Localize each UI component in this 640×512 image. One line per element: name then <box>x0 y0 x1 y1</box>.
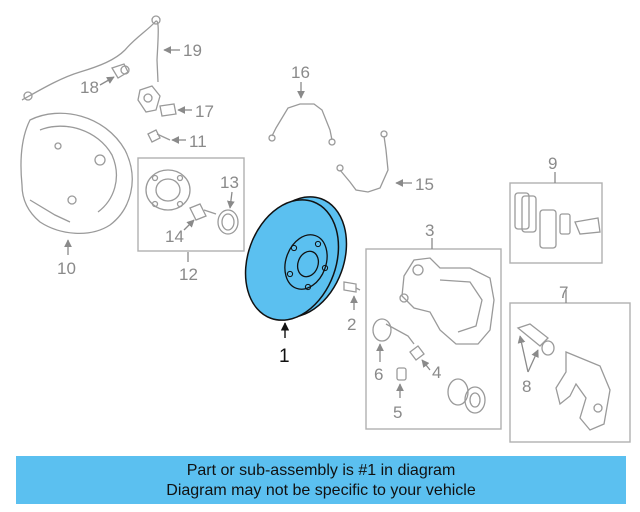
callout-2: 2 <box>347 315 356 334</box>
bolt-18-part <box>111 63 130 79</box>
banner-line-2: Diagram may not be specific to your vehi… <box>166 482 476 499</box>
cap-13-part <box>217 209 239 235</box>
brake-line-16-part <box>268 103 336 146</box>
callout-8: 8 <box>522 377 531 396</box>
dust-shield-part <box>20 112 133 235</box>
callout-3: 3 <box>425 221 434 240</box>
callout-14: 14 <box>165 227 184 246</box>
guide-pins-part <box>516 323 555 356</box>
boot-6-part <box>372 318 415 345</box>
bleeder-4-part <box>409 345 425 361</box>
callout-18: 18 <box>80 78 99 97</box>
hub-kit-box <box>137 157 245 252</box>
callout-10: 10 <box>57 259 76 278</box>
callout-17: 17 <box>195 102 214 121</box>
hub-bolt-14-part <box>189 203 217 221</box>
callout-13: 13 <box>220 173 239 192</box>
callout-1: 1 <box>279 346 290 367</box>
callout-7: 7 <box>559 283 568 302</box>
caliper-housing-part <box>399 257 495 345</box>
callout-11: 11 <box>189 132 207 151</box>
piston-seal-part <box>447 378 486 414</box>
callout-5: 5 <box>393 403 402 422</box>
bolt-11-part <box>147 129 171 143</box>
callout-16: 16 <box>291 63 310 82</box>
brake-rotor-part-1 <box>244 196 348 321</box>
brake-pads-part <box>514 192 601 249</box>
callout-19: 19 <box>183 41 202 60</box>
exploded-parts-diagram: 19 18 17 10 11 14 13 12 <box>20 15 631 443</box>
brake-pad-kit-box <box>509 182 603 264</box>
caliper-kit-box <box>365 248 502 430</box>
callout-12: 12 <box>179 265 198 284</box>
caliper-bracket-box <box>509 302 631 443</box>
callout-15: 15 <box>415 175 434 194</box>
callout-9: 9 <box>548 154 557 173</box>
screw-2-part <box>343 281 361 293</box>
info-banner: Part or sub-assembly is #1 in diagram Di… <box>16 456 626 504</box>
banner-line-1: Part or sub-assembly is #1 in diagram <box>186 462 456 479</box>
brake-hose-15-part <box>336 130 389 193</box>
hub-bearing-part <box>145 169 191 211</box>
callout-4: 4 <box>432 363 441 382</box>
cap-5-part <box>396 367 407 381</box>
abs-sensor-wire-part <box>21 15 161 113</box>
bolt-17-part <box>159 103 177 117</box>
caliper-bracket-part <box>555 351 611 431</box>
callout-6: 6 <box>374 365 383 384</box>
